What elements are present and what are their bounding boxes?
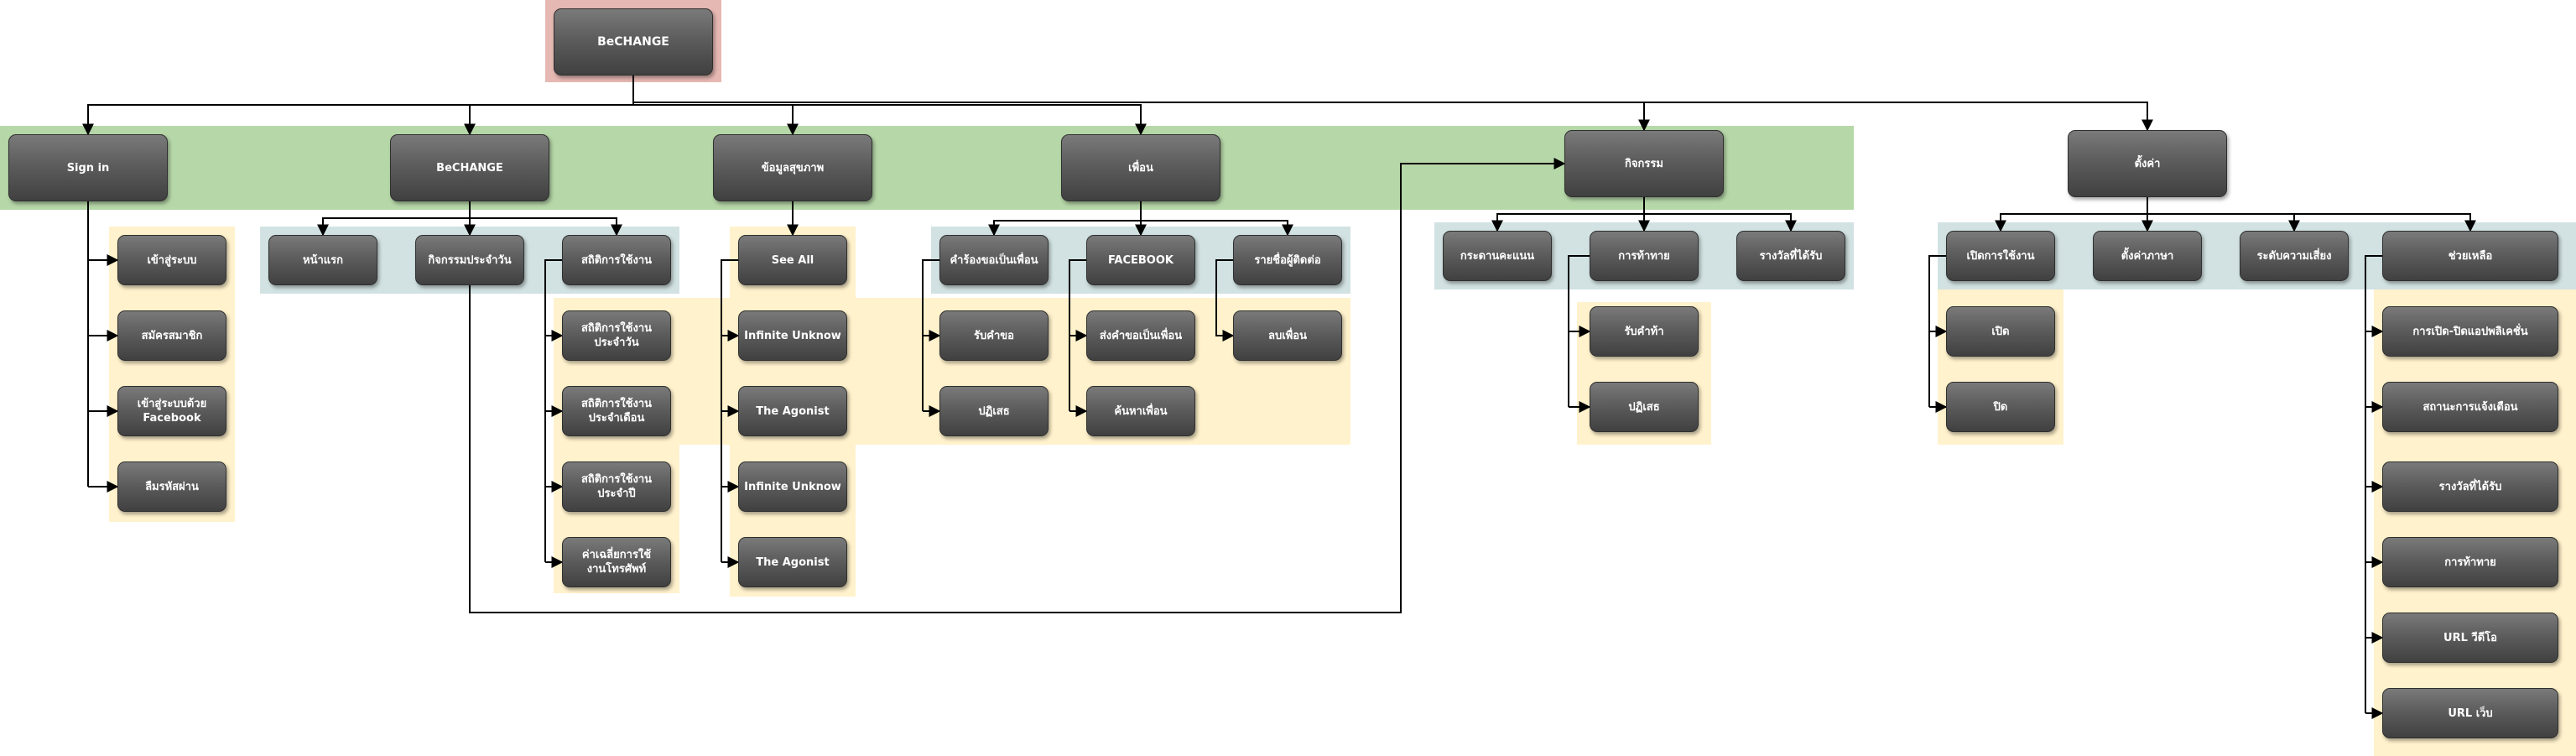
activity-item[interactable]: รางวัลที่ได้รับ xyxy=(1736,231,1845,281)
friends-item[interactable]: รายชื่อผู้ติดต่อ xyxy=(1233,235,1342,285)
friends-item[interactable]: FACEBOOK xyxy=(1086,235,1195,285)
enable-item[interactable]: ปิด xyxy=(1946,382,2055,432)
help-item[interactable]: URL วีดีโอ xyxy=(2382,613,2558,663)
help-item[interactable]: สถานะการแจ้งเตือน xyxy=(2382,382,2558,432)
activity-item[interactable]: การท้าทาย xyxy=(1590,231,1699,281)
signin-item[interactable]: เข้าสู่ระบบ xyxy=(117,235,226,285)
connector-root-health xyxy=(633,104,799,136)
connector-challenge-items xyxy=(1568,255,1594,407)
connector-root-activity xyxy=(632,76,1650,132)
section-settings[interactable]: ตั้งค่า xyxy=(2068,130,2227,197)
health-item[interactable]: Infinite Unknow xyxy=(738,461,847,512)
stats-item[interactable]: สถิติการใช้งาน ประจำเดือน xyxy=(562,386,671,436)
health-item[interactable]: The Agonist xyxy=(738,386,847,436)
stats-item[interactable]: สถิติการใช้งาน ประจำปี xyxy=(562,461,671,512)
health-item[interactable]: See All xyxy=(738,235,847,285)
friend-request-item[interactable]: ปฏิเสธ xyxy=(939,386,1049,436)
signin-item[interactable]: สมัครสมาชิก xyxy=(117,310,226,361)
settings-item[interactable]: ช่วยเหลือ xyxy=(2382,231,2558,281)
stats-item[interactable]: สถิติการใช้งาน ประจำวัน xyxy=(562,310,671,361)
activity-item[interactable]: กระดานคะแนน xyxy=(1443,231,1552,281)
connector-health-items xyxy=(721,259,742,562)
connector-stats-items xyxy=(544,259,566,562)
main-sections-band xyxy=(0,126,1854,210)
settings-item[interactable]: เปิดการใช้งาน xyxy=(1946,231,2055,281)
connector-root-bechange xyxy=(464,104,633,136)
help-item[interactable]: รางวัลที่ได้รับ xyxy=(2382,461,2558,512)
connector-enable-items xyxy=(1928,255,1950,407)
root-node[interactable]: BeCHANGE xyxy=(554,8,713,76)
health-item[interactable]: The Agonist xyxy=(738,537,847,587)
contacts-item[interactable]: ลบเพื่อน xyxy=(1233,310,1342,361)
friend-request-item[interactable]: รับคำขอ xyxy=(939,310,1049,361)
challenge-item[interactable]: ปฏิเสธ xyxy=(1590,382,1699,432)
facebook-item[interactable]: ส่งคำขอเป็นเพื่อน xyxy=(1086,310,1195,361)
section-health-data[interactable]: ข้อมูลสุขภาพ xyxy=(713,134,872,201)
stats-item[interactable]: ค่าเฉลี่ยการใช้ งานโทรศัพท์ xyxy=(562,537,671,587)
section-bechange[interactable]: BeCHANGE xyxy=(390,134,549,201)
bechange-item[interactable]: กิจกรรมประจำวัน xyxy=(415,235,524,285)
section-friends[interactable]: เพื่อน xyxy=(1061,134,1220,201)
help-item[interactable]: URL เว็บ xyxy=(2382,688,2558,738)
settings-item[interactable]: ตั้งค่าภาษา xyxy=(2093,231,2202,281)
enable-item[interactable]: เปิด xyxy=(1946,306,2055,357)
settings-item[interactable]: ระดับความเสี่ยง xyxy=(2240,231,2349,281)
connector-help-items xyxy=(2365,255,2386,713)
help-item[interactable]: การเปิด-ปิดแอปพลิเคชั่น xyxy=(2382,306,2558,357)
section-sign-in[interactable]: Sign in xyxy=(8,134,168,201)
connector-contacts-items xyxy=(1215,259,1237,342)
connector-daily-to-activity xyxy=(469,158,1566,613)
section-activity[interactable]: กิจกรรม xyxy=(1564,130,1724,197)
connector-facebook-items xyxy=(1069,259,1090,411)
help-items-band xyxy=(2374,289,2576,756)
friends-item[interactable]: คำร้องขอเป็นเพื่อน xyxy=(939,235,1049,285)
connector-root-friends xyxy=(633,104,1147,136)
signin-item[interactable]: ลืมรหัสผ่าน xyxy=(117,461,226,512)
bechange-item[interactable]: หน้าแรก xyxy=(268,235,377,285)
help-item[interactable]: การท้าทาย xyxy=(2382,537,2558,587)
challenge-item[interactable]: รับคำท้า xyxy=(1590,306,1699,357)
connector-root-settings xyxy=(1644,102,2153,132)
bechange-item[interactable]: สถิติการใช้งาน xyxy=(562,235,671,285)
health-item[interactable]: Infinite Unknow xyxy=(738,310,847,361)
signin-item[interactable]: เข้าสู่ระบบด้วย Facebook xyxy=(117,386,226,436)
connector-requests-items xyxy=(922,259,944,411)
facebook-item[interactable]: ค้นหาเพื่อน xyxy=(1086,386,1195,436)
